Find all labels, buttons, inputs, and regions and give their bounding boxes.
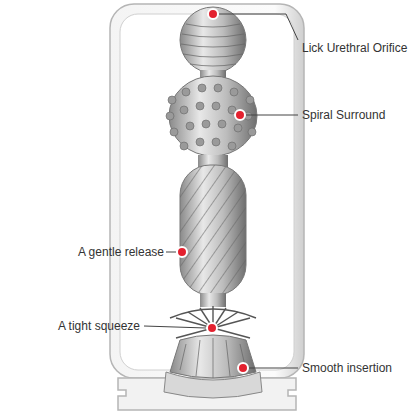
leader-line	[144, 14, 298, 368]
callout-label: Spiral Surround	[302, 108, 385, 122]
callout-label: Smooth insertion	[302, 361, 392, 375]
callout-dot	[177, 9, 248, 373]
callout-label: A tight squeeze	[58, 319, 140, 333]
callout-label: Lick Urethral Orifice	[302, 41, 407, 55]
callout-label: A gentle release	[78, 245, 164, 259]
